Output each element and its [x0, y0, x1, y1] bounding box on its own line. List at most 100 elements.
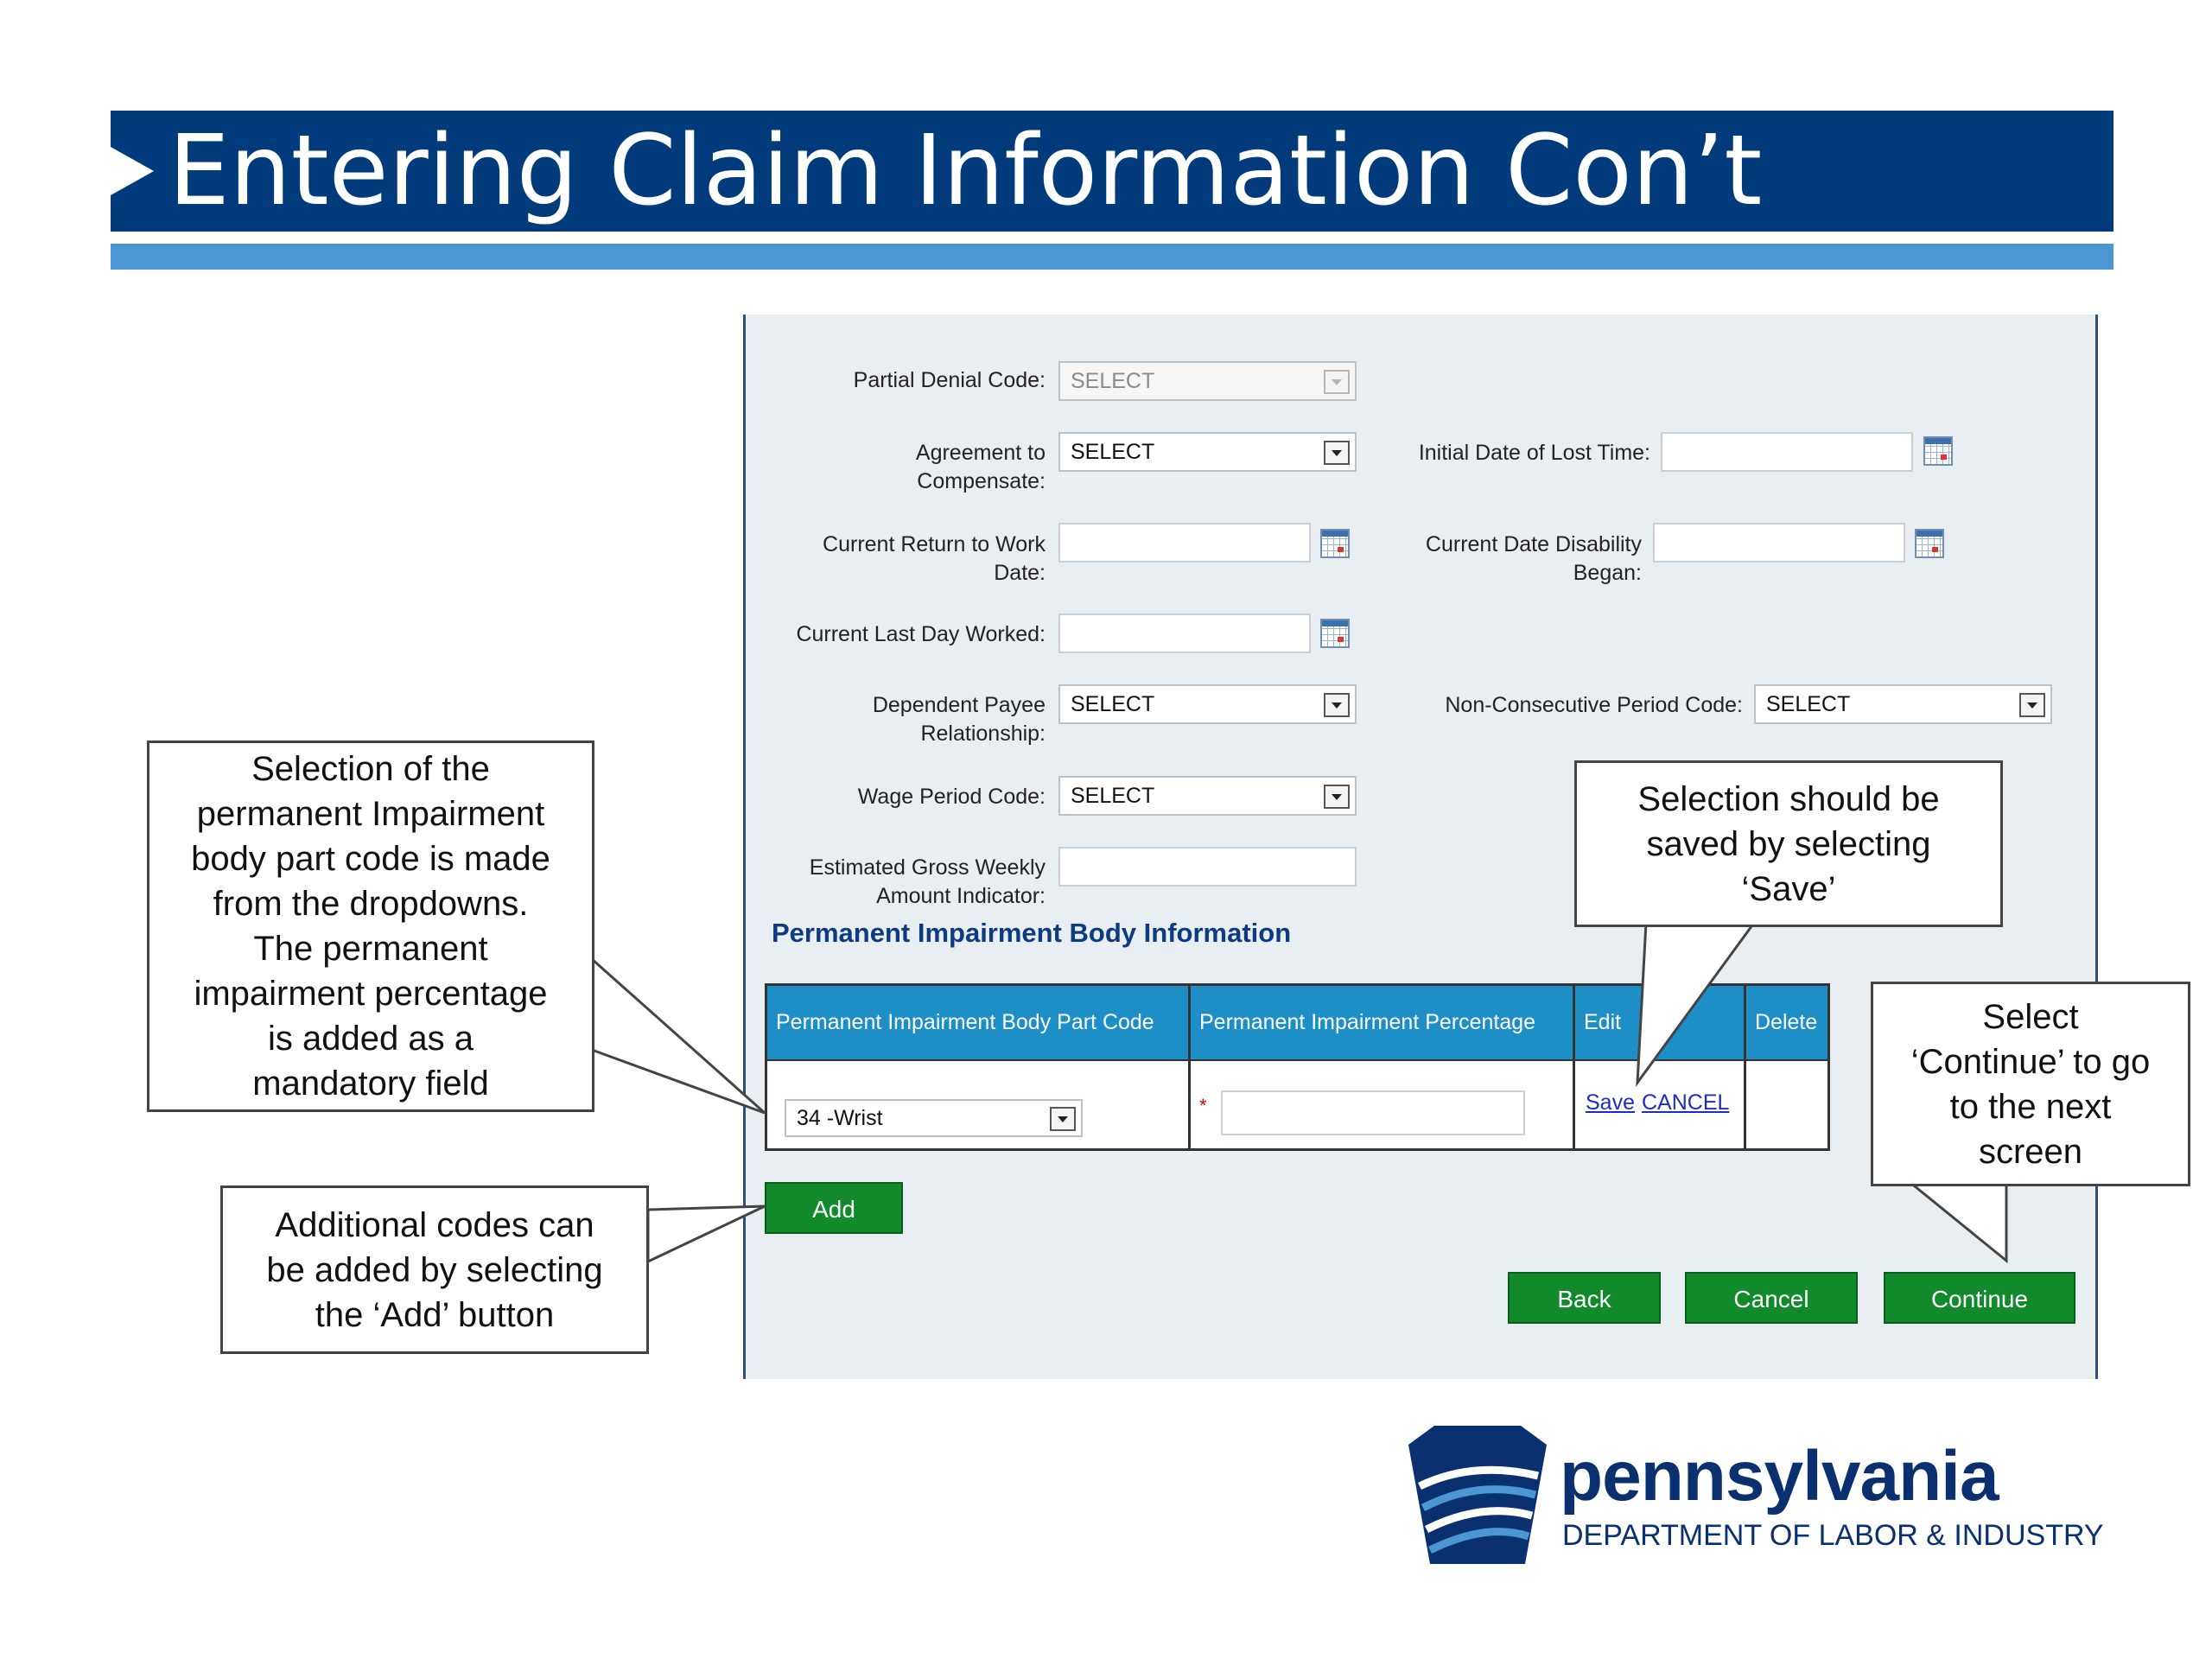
initial-date-lost-time-label: Initial Date of Lost Time: — [1418, 441, 1650, 465]
disability-began-label-line2: Began: — [1573, 561, 1642, 585]
column-header-delete: Delete — [1746, 986, 1827, 1059]
required-marker: * — [1199, 1095, 1207, 1116]
current-return-to-work-input[interactable] — [1058, 523, 1311, 563]
add-callout-text: Additional codes can be added by selecti… — [266, 1203, 602, 1338]
continue-button[interactable]: Continue — [1884, 1272, 2075, 1324]
save-callout: Selection should be saved by selecting ‘… — [1574, 760, 2003, 927]
title-bar — [111, 111, 2113, 232]
chevron-down-icon — [2019, 693, 2045, 717]
wage-period-code-value: SELECT — [1071, 784, 1155, 808]
body-part-code-select[interactable]: 34 -Wrist — [785, 1099, 1083, 1137]
non-consecutive-period-code-label: Non-Consecutive Period Code: — [1445, 693, 1743, 717]
non-consecutive-period-code-select[interactable]: SELECT — [1754, 684, 2052, 724]
logo-wordmark: pennsylvania — [1560, 1437, 1999, 1516]
callout-line: be added by selecting — [266, 1250, 603, 1289]
dependent-payee-label-line2: Relationship: — [920, 721, 1046, 746]
callout-line: screen — [1978, 1132, 2083, 1171]
partial-denial-code-label: Partial Denial Code: — [853, 368, 1046, 392]
chevron-down-icon — [1324, 693, 1350, 717]
keystone-logo-icon — [1408, 1426, 1547, 1564]
current-date-disability-began-input[interactable] — [1653, 523, 1905, 563]
callout-line: ‘Save’ — [1741, 869, 1836, 908]
estimated-gross-weekly-label: Estimated Gross Weekly Amount Indicator: — [778, 854, 1046, 911]
agreement-label-line2: Compensate: — [917, 469, 1046, 493]
initial-date-lost-time-input[interactable] — [1661, 432, 1913, 472]
impairment-table: Permanent Impairment Body Part Code Perm… — [765, 983, 1830, 1151]
dropdown-callout-pointer — [590, 956, 766, 1115]
column-divider — [1744, 986, 1746, 1148]
chevron-down-icon — [1324, 785, 1350, 809]
partial-denial-code-select[interactable]: SELECT — [1058, 361, 1357, 401]
cancel-button[interactable]: Cancel — [1685, 1272, 1858, 1324]
column-header-percentage: Permanent Impairment Percentage — [1191, 986, 1575, 1059]
callout-line: impairment percentage — [194, 975, 548, 1013]
dependent-payee-relationship-value: SELECT — [1071, 692, 1155, 716]
wage-period-code-select[interactable]: SELECT — [1058, 776, 1357, 816]
calendar-icon[interactable] — [1923, 436, 1953, 466]
gross-weekly-label-line1: Estimated Gross Weekly — [809, 855, 1046, 880]
add-callout: Additional codes can be added by selecti… — [220, 1185, 649, 1354]
callout-line: to the next — [1949, 1087, 2112, 1126]
wage-period-code-label: Wage Period Code: — [857, 785, 1046, 809]
chevron-down-icon — [1324, 370, 1350, 394]
dependent-payee-label-line1: Dependent Payee — [872, 693, 1046, 717]
header-divider — [767, 1059, 1827, 1061]
cancel-link[interactable]: CANCEL — [1642, 1090, 1730, 1115]
callout-line: Selection should be — [1637, 779, 1940, 818]
dropdown-callout: Selection of the permanent Impairment bo… — [147, 741, 594, 1112]
save-callout-text: Selection should be saved by selecting ‘… — [1637, 777, 1939, 912]
callout-line: is added as a — [268, 1020, 474, 1058]
title-underline — [111, 244, 2113, 270]
logo-department: DEPARTMENT OF LABOR & INDUSTRY — [1562, 1519, 2104, 1552]
callout-line: saved by selecting — [1646, 824, 1931, 863]
add-button[interactable]: Add — [765, 1182, 903, 1234]
continue-callout: Select ‘Continue’ to go to the next scre… — [1871, 982, 2190, 1186]
chevron-down-icon — [1324, 441, 1350, 465]
callout-line: Selection of the — [251, 750, 490, 788]
column-header-body-part-code: Permanent Impairment Body Part Code — [767, 986, 1191, 1059]
partial-denial-code-value: SELECT — [1071, 369, 1155, 393]
add-callout-pointer — [646, 1205, 766, 1264]
agreement-label-line1: Agreement to — [915, 441, 1046, 465]
agreement-to-compensate-value: SELECT — [1071, 440, 1155, 464]
callout-line: permanent Impairment — [196, 795, 545, 833]
disability-began-label-line1: Current Date Disability — [1425, 532, 1642, 556]
return-to-work-label-line1: Current Return to Work — [823, 532, 1046, 556]
current-date-disability-began-label: Current Date Disability Began: — [1374, 531, 1642, 588]
calendar-icon[interactable] — [1320, 529, 1350, 558]
agreement-to-compensate-select[interactable]: SELECT — [1058, 432, 1357, 472]
calendar-icon[interactable] — [1320, 619, 1350, 648]
callout-line: from the dropdowns. — [213, 885, 529, 923]
calendar-icon[interactable] — [1915, 529, 1944, 558]
current-last-day-worked-input[interactable] — [1058, 613, 1311, 653]
callout-line: body part code is made — [191, 840, 550, 878]
callout-line: the ‘Add’ button — [315, 1295, 555, 1334]
chevron-down-icon — [1050, 1107, 1076, 1131]
body-part-code-value: 34 -Wrist — [797, 1106, 883, 1130]
current-last-day-worked-label: Current Last Day Worked: — [796, 622, 1046, 646]
save-link[interactable]: Save — [1586, 1090, 1635, 1115]
dropdown-callout-text: Selection of the permanent Impairment bo… — [191, 747, 550, 1106]
save-callout-pointer — [1636, 921, 1757, 1087]
title-arrow-icon — [111, 147, 154, 195]
column-divider — [1188, 986, 1191, 1148]
impairment-percentage-input[interactable] — [1221, 1090, 1525, 1135]
callout-line: Select — [1982, 997, 2079, 1036]
section-title: Permanent Impairment Body Information — [772, 918, 1292, 948]
non-consecutive-period-code-value: SELECT — [1766, 692, 1851, 716]
agreement-to-compensate-label: Agreement to Compensate: — [778, 439, 1046, 496]
continue-callout-pointer — [1905, 1180, 2008, 1264]
estimated-gross-weekly-input[interactable] — [1058, 847, 1357, 887]
callout-line: mandatory field — [252, 1065, 489, 1103]
callout-line: The permanent — [253, 930, 488, 968]
current-return-to-work-label: Current Return to Work Date: — [778, 531, 1046, 588]
back-button[interactable]: Back — [1508, 1272, 1661, 1324]
return-to-work-label-line2: Date: — [994, 561, 1046, 585]
dependent-payee-relationship-select[interactable]: SELECT — [1058, 684, 1357, 724]
slide-title: Entering Claim Information Con’t — [168, 115, 1763, 227]
callout-line: Additional codes can — [275, 1205, 594, 1244]
column-divider — [1573, 986, 1575, 1148]
continue-callout-text: Select ‘Continue’ to go to the next scre… — [1911, 995, 2150, 1174]
dependent-payee-relationship-label: Dependent Payee Relationship: — [778, 691, 1046, 748]
